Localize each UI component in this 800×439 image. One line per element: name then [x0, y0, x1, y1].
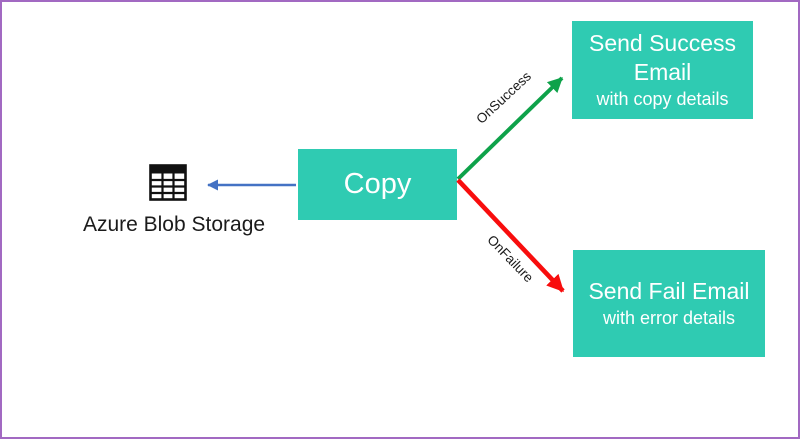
- copy-activity-node: Copy: [298, 149, 457, 220]
- fail-activity-node: Send Fail Email with error details: [573, 250, 765, 357]
- on-success-edge-label: OnSuccess: [473, 68, 535, 127]
- success-activity-subtitle: with copy details: [596, 88, 729, 109]
- fail-activity-subtitle: with error details: [602, 307, 736, 328]
- table-icon: [149, 164, 187, 201]
- success-activity-title: Send Success Email: [588, 29, 737, 86]
- table-icon-header: [150, 165, 186, 174]
- on-failure-edge-label: OnFailure: [484, 232, 537, 286]
- copy-activity-label: Copy: [343, 168, 412, 200]
- success-activity-node: Send Success Email with copy details: [572, 21, 753, 119]
- source-node-label: Azure Blob Storage: [82, 213, 266, 236]
- fail-activity-title: Send Fail Email: [588, 278, 750, 305]
